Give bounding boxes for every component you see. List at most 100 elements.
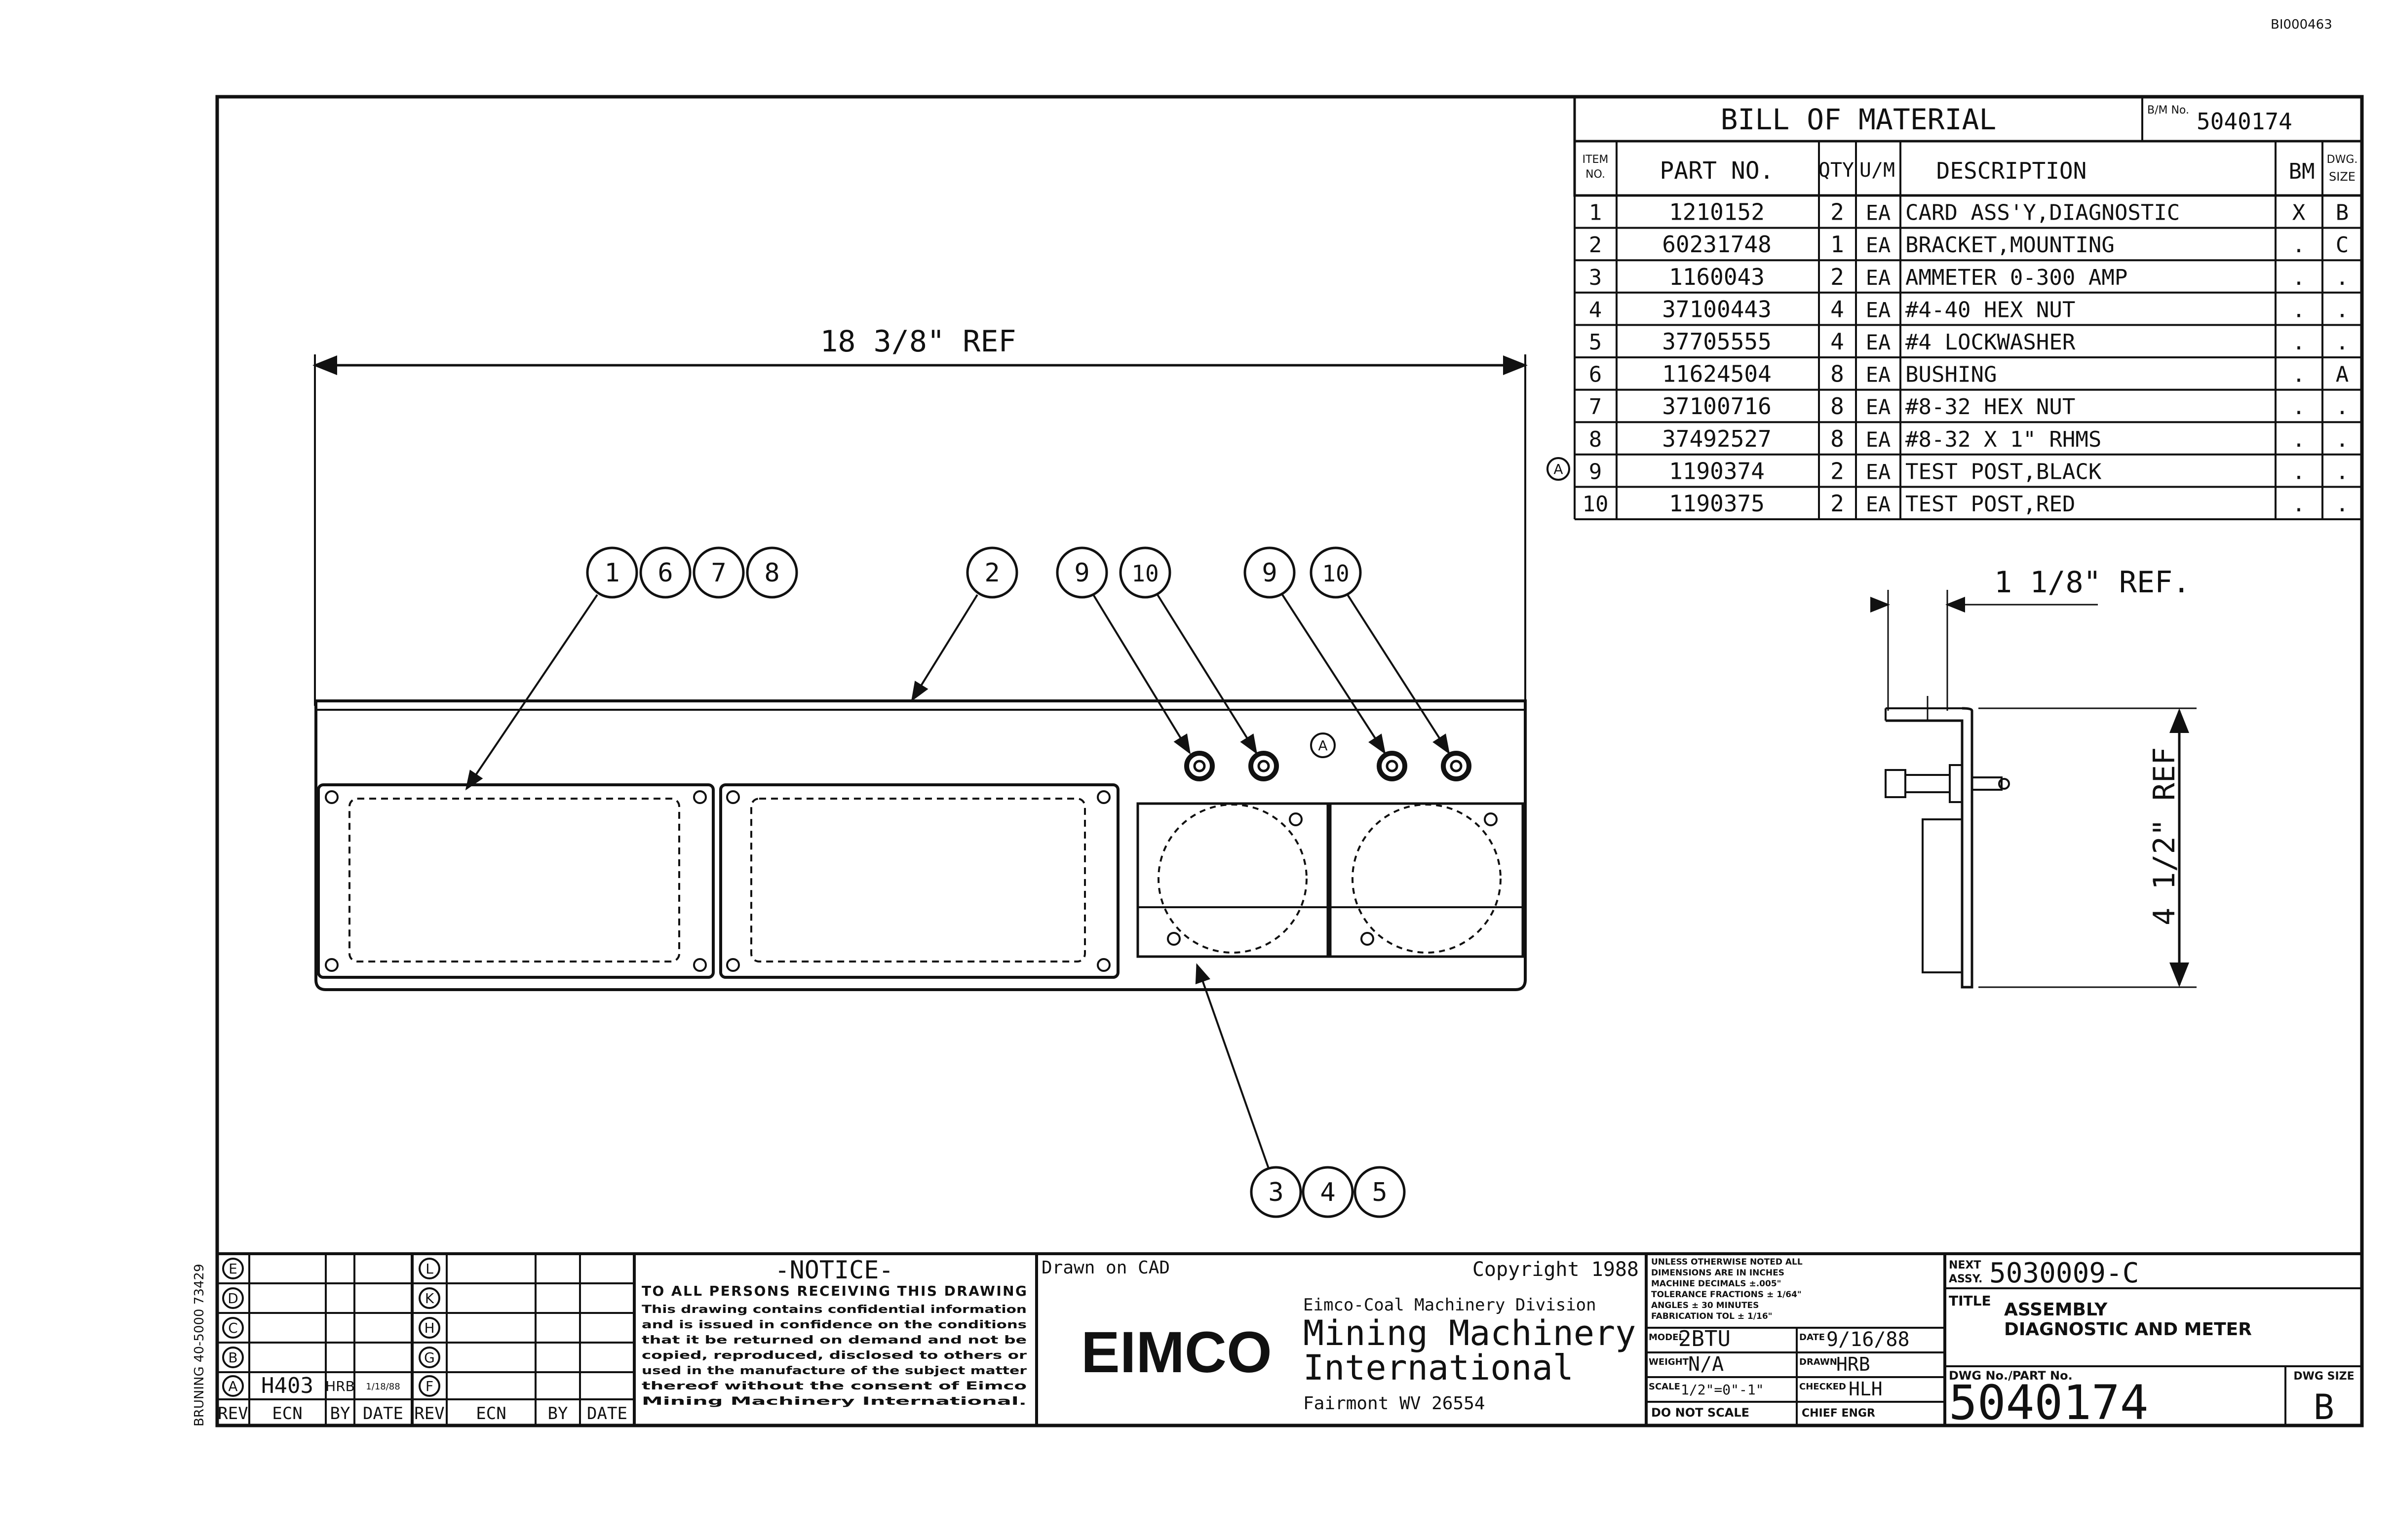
notice-line: thereof without the consent of Eimco (642, 1380, 1027, 1392)
revision-header: BY (548, 1404, 568, 1424)
company-block: Drawn on CAD Copyright 1988 Eimco-Coal M… (1042, 1254, 1648, 1425)
notice-block: -NOTICE- TO ALL PERSONS RECEIVING THIS D… (642, 1254, 1038, 1425)
bom-cell-um: EA (1866, 363, 1891, 387)
bom-cell-part: 37100443 (1662, 296, 1772, 322)
bom-cell-bm: . (2292, 459, 2306, 484)
notice-line: used in the manufacture of the subject m… (642, 1365, 1027, 1377)
bom-header-qty: QTY (1818, 159, 1854, 182)
revision-header: REV (414, 1404, 444, 1424)
bom-cell-part: 37100716 (1662, 393, 1772, 420)
bom-cell-size: . (2336, 394, 2349, 420)
notice-line: Mining Machinery International. (642, 1395, 1027, 1408)
balloon-10-right: 10 (1322, 560, 1349, 587)
balloon-7: 7 (711, 558, 726, 588)
bom-cell-qty: 4 (1830, 328, 1844, 355)
bom-number-label: B/M No. (2147, 104, 2189, 116)
date-value: 9/16/88 (1826, 1328, 1910, 1351)
bom-cell-item: 1 (1589, 200, 1602, 226)
bom-cell-qty: 8 (1830, 361, 1844, 387)
tolerance-line: UNLESS OTHERWISE NOTED ALL (1651, 1257, 1803, 1267)
balloon-9-left: 9 (1074, 558, 1089, 588)
bom-header-part: PART NO. (1660, 157, 1774, 185)
balloon-4: 4 (1320, 1178, 1335, 1207)
bom-cell-item: 7 (1589, 394, 1602, 420)
date-label: DATE (1799, 1332, 1825, 1343)
revision-header: DATE (363, 1404, 403, 1424)
bom-cell-item: 6 (1589, 362, 1602, 387)
balloon-9-right: 9 (1262, 558, 1277, 588)
drawing-border (215, 95, 2364, 1427)
front-view-rev-marker: A (1318, 737, 1327, 754)
revision-block (217, 1254, 636, 1425)
bom-cell-um: EA (1866, 395, 1891, 419)
revision-letter-left: A (228, 1378, 237, 1394)
bom-cell-um: EA (1866, 201, 1891, 225)
side-stamp: BRUNING 40-5000 73429 (192, 1264, 207, 1426)
model-label: MODEL (1649, 1332, 1684, 1343)
bom-cell-item: 3 (1589, 265, 1602, 290)
title-info-block: NEXT ASSY. 5030009-C TITLE ASSEMBLY DIAG… (1945, 1257, 2362, 1430)
bom-cell-size: . (2336, 427, 2349, 452)
bom-cell-size: . (2336, 297, 2349, 322)
bom-cell-um: EA (1866, 492, 1891, 516)
bom-cell-bm: . (2292, 427, 2306, 452)
bom-cell-size: . (2336, 459, 2349, 484)
bom-cell-um: EA (1866, 330, 1891, 354)
revision-letter-left: B (228, 1349, 237, 1366)
corner-stamp: BI000463 (2271, 17, 2332, 32)
bom-cell-bm: . (2292, 232, 2306, 258)
checked-label: CHECKED (1799, 1382, 1846, 1392)
balloon-2: 2 (984, 558, 1000, 588)
revision-letter-right: L (425, 1261, 433, 1277)
company-address: Fairmont WV 26554 (1303, 1393, 1485, 1414)
bom-grid (1574, 141, 2363, 519)
revision-letter-left: D (228, 1290, 238, 1307)
bom-cell-size: A (2336, 362, 2349, 387)
bom-cell-qty: 2 (1830, 458, 1844, 484)
bom-cell-desc: AMMETER 0-300 AMP (1905, 265, 2127, 290)
bom-cell-um: EA (1866, 460, 1891, 484)
scale-label: SCALE (1649, 1382, 1680, 1392)
bom-cell-size: C (2336, 232, 2349, 258)
bom-cell-desc: #8-32 HEX NUT (1905, 394, 2075, 420)
bom-header-item: ITEM (1583, 154, 1609, 166)
balloon-5: 5 (1372, 1178, 1387, 1207)
bom-cell-um: EA (1866, 427, 1891, 452)
balloon-8: 8 (764, 558, 779, 588)
tolerance-line: ANGLES ± 30 MINUTES (1651, 1301, 1759, 1310)
side-dimension-depth: 1 1/8" REF. (1994, 565, 2190, 600)
notice-line: copied, reproduced, disclosed to others … (642, 1349, 1027, 1362)
bom-cell-bm: X (2292, 200, 2306, 226)
bom-header-item-no: NO. (1585, 168, 1605, 181)
dwg-no-value: 5040174 (1949, 1375, 2149, 1430)
bom-number: 5040174 (2197, 108, 2292, 135)
bom-cell-bm: . (2292, 265, 2306, 290)
weight-value: N/A (1688, 1353, 1724, 1376)
tolerance-line: FABRICATION TOL ± 1/16" (1651, 1311, 1773, 1321)
bom-cell-item: 4 (1589, 297, 1602, 322)
next-assy-value: 5030009-C (1989, 1257, 2139, 1289)
bom-revision-flag: A (1553, 461, 1563, 477)
bom-cell-desc: #4 LOCKWASHER (1905, 330, 2076, 355)
bom-cell-qty: 2 (1830, 490, 1844, 517)
drawn-on-cad: Drawn on CAD (1042, 1258, 1170, 1278)
model-value: 2BTU (1678, 1326, 1731, 1351)
bom-cell-bm: . (2292, 362, 2306, 387)
bom-cell-qty: 2 (1830, 264, 1844, 290)
bom-cell-size: . (2336, 330, 2349, 355)
next-assy-label-1: NEXT (1949, 1259, 1981, 1271)
bom-header-size-2: SIZE (2329, 170, 2356, 184)
balloon-posts-right: 9 10 (1243, 546, 1450, 755)
bom-cell-part: 37705555 (1662, 328, 1772, 355)
revision-a-by: HRB (325, 1378, 355, 1394)
bill-of-material: BILL OF MATERIAL B/M No. 5040174 ITEM NO… (1546, 95, 2363, 520)
bom-cell-desc: CARD ASS'Y,DIAGNOSTIC (1905, 200, 2180, 226)
dwg-size-value: B (2314, 1387, 2334, 1427)
title-line1: ASSEMBLY (2004, 1300, 2108, 1320)
bom-cell-item: 5 (1589, 330, 1602, 355)
width-dimension: 18 3/8" REF (820, 324, 1016, 359)
notice-line: and is issued in confidence on the condi… (642, 1319, 1027, 1331)
